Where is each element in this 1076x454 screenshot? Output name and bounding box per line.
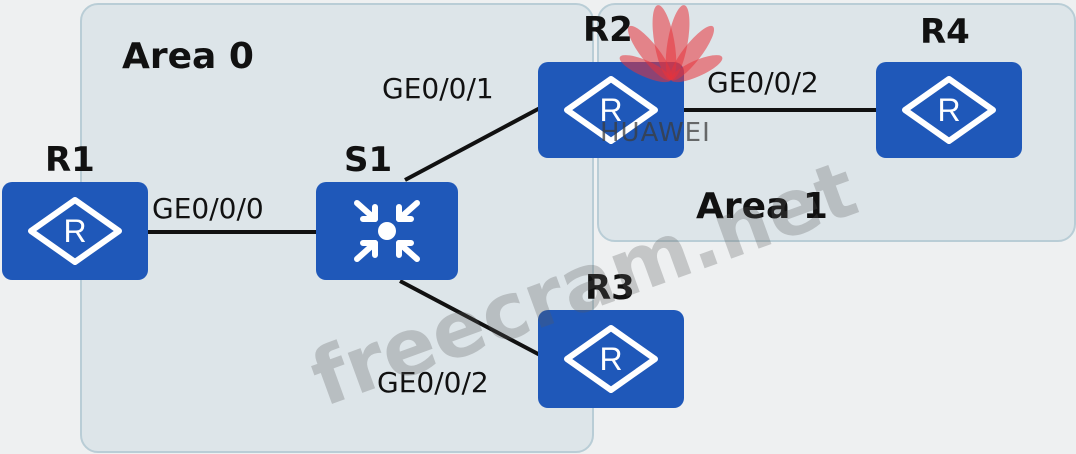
port-s1-r3: GE0/0/2 — [377, 366, 489, 399]
svg-text:R: R — [599, 92, 622, 128]
router-icon: R — [28, 197, 122, 265]
link-s1-r3 — [399, 279, 541, 357]
router-icon: R — [902, 76, 996, 144]
port-r2-r4: GE0/0/2 — [707, 66, 819, 99]
router-r3[interactable]: R — [538, 310, 684, 408]
brand-logo-watermark — [619, 5, 723, 83]
area-1-label: Area 1 — [696, 186, 828, 227]
port-s1-r2: GE0/0/1 — [382, 72, 494, 105]
switch-s1[interactable] — [316, 182, 458, 280]
router-icon: R — [564, 325, 658, 393]
link-s1-r2 — [404, 106, 541, 182]
port-r1-s1: GE0/0/0 — [152, 192, 264, 225]
r2-name: R2 — [583, 10, 633, 50]
svg-text:R: R — [63, 213, 86, 249]
router-icon: R — [564, 76, 658, 144]
area-0-label: Area 0 — [122, 36, 254, 77]
r4-name: R4 — [920, 12, 970, 52]
svg-text:R: R — [599, 341, 622, 377]
switch-icon — [354, 200, 420, 262]
svg-text:R: R — [937, 92, 960, 128]
router-r4[interactable]: R — [876, 62, 1022, 158]
s1-name: S1 — [344, 140, 393, 180]
router-r2[interactable]: R — [538, 62, 684, 158]
router-r1[interactable]: R — [2, 182, 148, 280]
r3-name: R3 — [585, 268, 635, 308]
r1-name: R1 — [45, 140, 95, 180]
brand-watermark-text: HUAWEI — [600, 118, 711, 148]
